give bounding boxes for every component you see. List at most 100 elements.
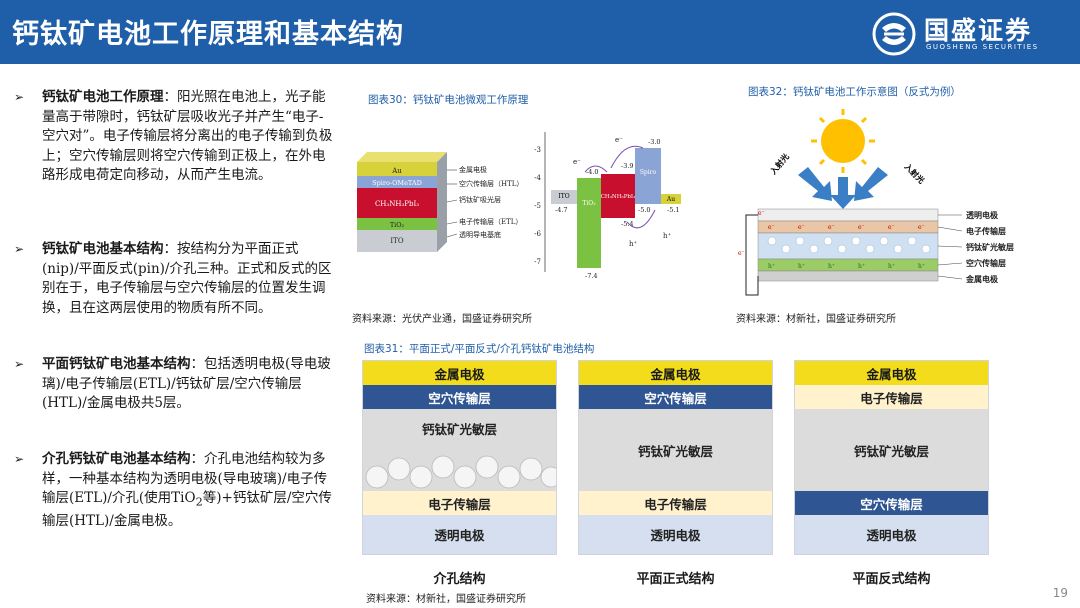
layer-label: 金属电极	[965, 274, 998, 284]
stack-label-tio2: TiO₂	[390, 221, 405, 229]
energy-axis: -3 -4 -5 -6 -7	[534, 132, 546, 272]
energy-value: -5.0	[638, 206, 651, 214]
layer-etl: 电子传输层	[579, 491, 772, 515]
hole-label: h⁺	[663, 232, 672, 240]
mesoporous-spheres	[363, 447, 556, 491]
panel-planar-nip: 金属电极 空穴传输层 钙钛矿光敏层 电子传输层 透明电极	[578, 360, 773, 555]
axis-tick: -5	[534, 202, 541, 210]
band-label-tio2: TiO₂	[582, 200, 596, 207]
layer-transparent-electrode: 透明电极	[363, 515, 556, 554]
layer-transparent-electrode: 透明电极	[795, 515, 988, 554]
bullet-arrow-icon: ➢	[14, 90, 25, 104]
stack-label-spiro: Spiro-OMeTAD	[372, 179, 422, 187]
layer-metal-electrode: 金属电极	[795, 361, 988, 385]
bullet-working-principle: ➢ 钙钛矿电池工作原理：阳光照在电池上，光子能量高于带隙时，钙钛矿层吸收光子并产…	[14, 88, 334, 186]
stack-spiro	[357, 176, 437, 188]
layer-perovskite: 钙钛矿光敏层	[795, 409, 988, 491]
fig31-source: 资料来源：材新社，国盛证券研究所	[366, 594, 526, 605]
bullet-planar-structure: ➢ 平面钙钛矿电池基本结构：包括透明电极(导电玻璃)/电子传输层(ETL)/钙钛…	[14, 355, 334, 414]
logo-mark-icon	[872, 12, 916, 56]
layer-perovskite: 钙钛矿光敏层	[363, 409, 556, 447]
energy-value: -7.4	[585, 272, 598, 280]
electron-marker: e⁻	[798, 224, 805, 231]
layer-label: 透明电极	[966, 210, 998, 220]
energy-value: -4.7	[555, 206, 568, 214]
page-number: 19	[1052, 586, 1068, 600]
fig32-source: 资料来源：材新社，国盛证券研究所	[736, 314, 896, 325]
layer-transparent-electrode	[757, 208, 939, 222]
bullet-heading: 介孔钙钛矿电池基本结构	[42, 451, 191, 467]
band-spiro	[635, 148, 661, 204]
band-label-spiro: Spiro	[640, 169, 657, 176]
layer-label: 电子传输层	[966, 226, 1006, 236]
electron-label: e⁻	[573, 158, 581, 166]
panel-planar-pin: 金属电极 电子传输层 钙钛矿光敏层 空穴传输层 透明电极	[794, 360, 989, 555]
stack-label-au: Au	[391, 167, 402, 175]
fig31-caption: 图表31：平面正式/平面反式/介孔钙钛矿电池结构	[364, 343, 595, 355]
hole-marker: h⁺	[888, 263, 895, 270]
energy-value: -4.0	[586, 168, 599, 176]
bullet-subscript: 2	[195, 495, 203, 509]
hole-marker: h⁺	[768, 263, 775, 270]
fig30-caption: 图表30：钙钛矿电池微观工作原理	[368, 94, 529, 106]
incident-light-label: 入射光	[902, 161, 927, 186]
electron-marker: e⁻	[758, 210, 765, 217]
hole-marker: h⁺	[828, 263, 835, 270]
stack-desc-2: 钙钛矿吸光层	[459, 195, 501, 204]
panel-label-mesoporous: 介孔结构	[433, 572, 486, 587]
layer-label: 空穴传输层	[966, 258, 1006, 268]
company-logo: 国盛证券 GUOSHENG SECURITIES	[872, 8, 1072, 58]
layer-htl: 空穴传输层	[363, 385, 556, 409]
incident-light-label: 入射光	[767, 151, 791, 177]
electron-marker: e⁻	[918, 224, 925, 231]
electron-marker: e⁻	[828, 224, 835, 231]
band-label-ito: ITO	[558, 193, 569, 200]
stack-tio2	[357, 218, 437, 230]
band-perovskite	[601, 174, 635, 218]
energy-value: -5.1	[667, 206, 680, 214]
layer-perovskite: 钙钛矿光敏层	[579, 409, 772, 491]
electron-marker: e⁻	[858, 224, 865, 231]
axis-tick: -7	[534, 258, 541, 266]
panel-mesoporous: 金属电极 空穴传输层 钙钛矿光敏层 电子传输层 透明电极	[362, 360, 557, 555]
axis-tick: -6	[534, 230, 541, 238]
layer-etl: 电子传输层	[363, 491, 556, 515]
electron-marker: e⁻	[768, 224, 775, 231]
external-circuit: e⁻ e⁻	[738, 210, 765, 296]
layer-htl: 空穴传输层	[795, 491, 988, 515]
logo-name: 国盛证券	[924, 16, 1033, 45]
band-label-au: Au	[666, 196, 675, 203]
electron-marker: e⁻	[888, 224, 895, 231]
page-title: 钙钛矿电池工作原理和基本结构	[12, 19, 404, 50]
stack-label-ito: ITO	[390, 237, 403, 245]
electron-marker: e⁻	[738, 250, 745, 257]
band-au	[661, 194, 681, 204]
fig32-working-diagram: 入射光 入射光 e⁻ e⁻ e⁻ e⁻ e⁻ e⁻ h⁺ h⁺ h⁺ h⁺ h⁺…	[738, 109, 1014, 296]
bullet-text-tail: 等)+钙钛矿层/空穴传输层(HTL)/金属电极。	[42, 490, 332, 530]
band-tio2	[577, 178, 601, 268]
carrier-arrows: e⁻ e⁻ h⁺ h⁺	[573, 136, 672, 248]
bullet-heading: 钙钛矿电池工作原理	[42, 89, 164, 105]
stack-label-perovskite: CH₃NH₃PbI₃	[375, 200, 419, 208]
bullet-basic-structure: ➢ 钙钛矿电池基本结构：按结构分为平面正式(nip)/平面反式(pin)/介孔三…	[14, 240, 334, 318]
bullet-arrow-icon: ➢	[14, 242, 25, 256]
device-layers	[757, 208, 939, 282]
axis-tick: -4	[534, 174, 541, 182]
energy-value: -3.0	[648, 138, 661, 146]
hole-marker: h⁺	[798, 263, 805, 270]
layer-stack: Au Spiro-OMeTAD CH₃NH₃PbI₃ TiO₂ ITO	[357, 152, 447, 252]
electron-markers: e⁻ e⁻ e⁻ e⁻ e⁻ e⁻	[768, 224, 925, 231]
fig30-band-diagram: Au Spiro-OMeTAD CH₃NH₃PbI₃ TiO₂ ITO 金属电极…	[357, 132, 681, 280]
hole-marker: h⁺	[918, 263, 925, 270]
bullet-heading: 平面钙钛矿电池基本结构	[42, 356, 191, 372]
bullet-heading: 钙钛矿电池基本结构	[42, 241, 164, 257]
panel-label-planar-nip: 平面正式结构	[636, 572, 715, 587]
band-label-perovskite: CH₃NH₃PbI₃	[601, 194, 636, 200]
fig32-caption: 图表32：钙钛矿电池工作示意图（反式为例）	[748, 86, 961, 98]
layer-etl: 电子传输层	[795, 385, 988, 409]
stack-au	[357, 162, 437, 176]
axis-tick: -3	[534, 146, 541, 154]
hole-label: h⁺	[629, 240, 638, 248]
sun-icon	[811, 109, 875, 173]
stack-annotations: 金属电极 空穴传输层（HTL） 钙钛矿吸光层 电子传输层（ETL） 透明导电基底	[446, 165, 523, 239]
